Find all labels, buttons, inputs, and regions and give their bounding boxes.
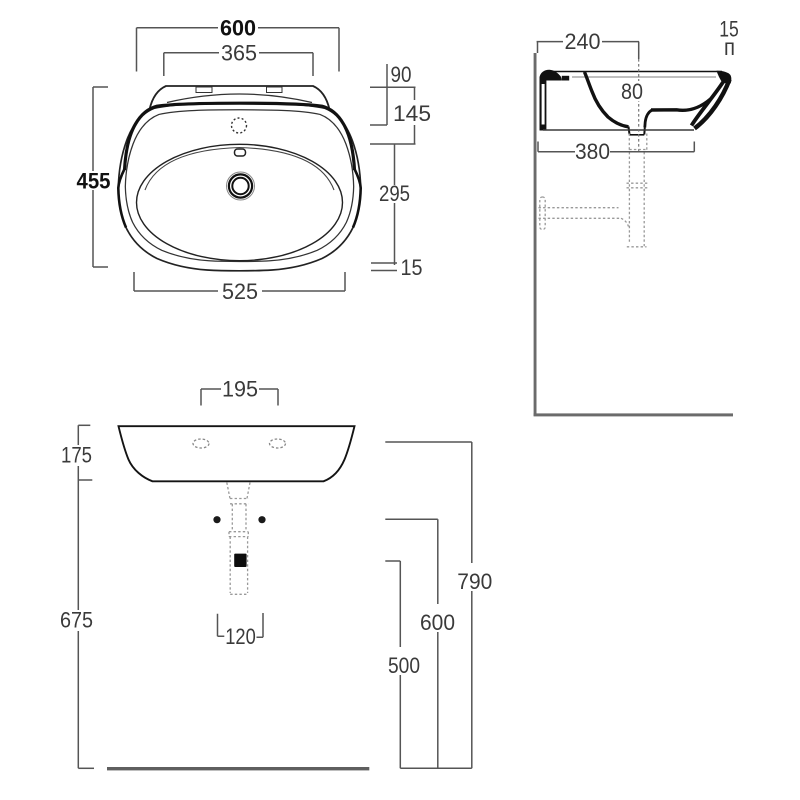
svg-text:295: 295 xyxy=(379,181,410,206)
svg-text:175: 175 xyxy=(61,443,92,468)
svg-text:240: 240 xyxy=(565,29,601,54)
svg-text:455: 455 xyxy=(77,169,111,194)
svg-text:90: 90 xyxy=(391,62,412,87)
svg-text:15: 15 xyxy=(401,255,423,280)
svg-text:145: 145 xyxy=(393,101,431,126)
svg-text:525: 525 xyxy=(222,279,258,304)
svg-text:500: 500 xyxy=(388,653,420,678)
svg-text:675: 675 xyxy=(60,608,93,633)
svg-text:365: 365 xyxy=(221,41,257,66)
svg-text:15: 15 xyxy=(719,17,739,42)
svg-text:600: 600 xyxy=(220,16,256,41)
svg-text:120: 120 xyxy=(225,624,256,649)
svg-text:600: 600 xyxy=(420,610,455,635)
svg-text:195: 195 xyxy=(222,377,258,402)
svg-text:790: 790 xyxy=(457,569,492,594)
svg-text:380: 380 xyxy=(575,139,610,164)
svg-text:80: 80 xyxy=(621,79,643,104)
svg-text:п: п xyxy=(724,34,735,60)
